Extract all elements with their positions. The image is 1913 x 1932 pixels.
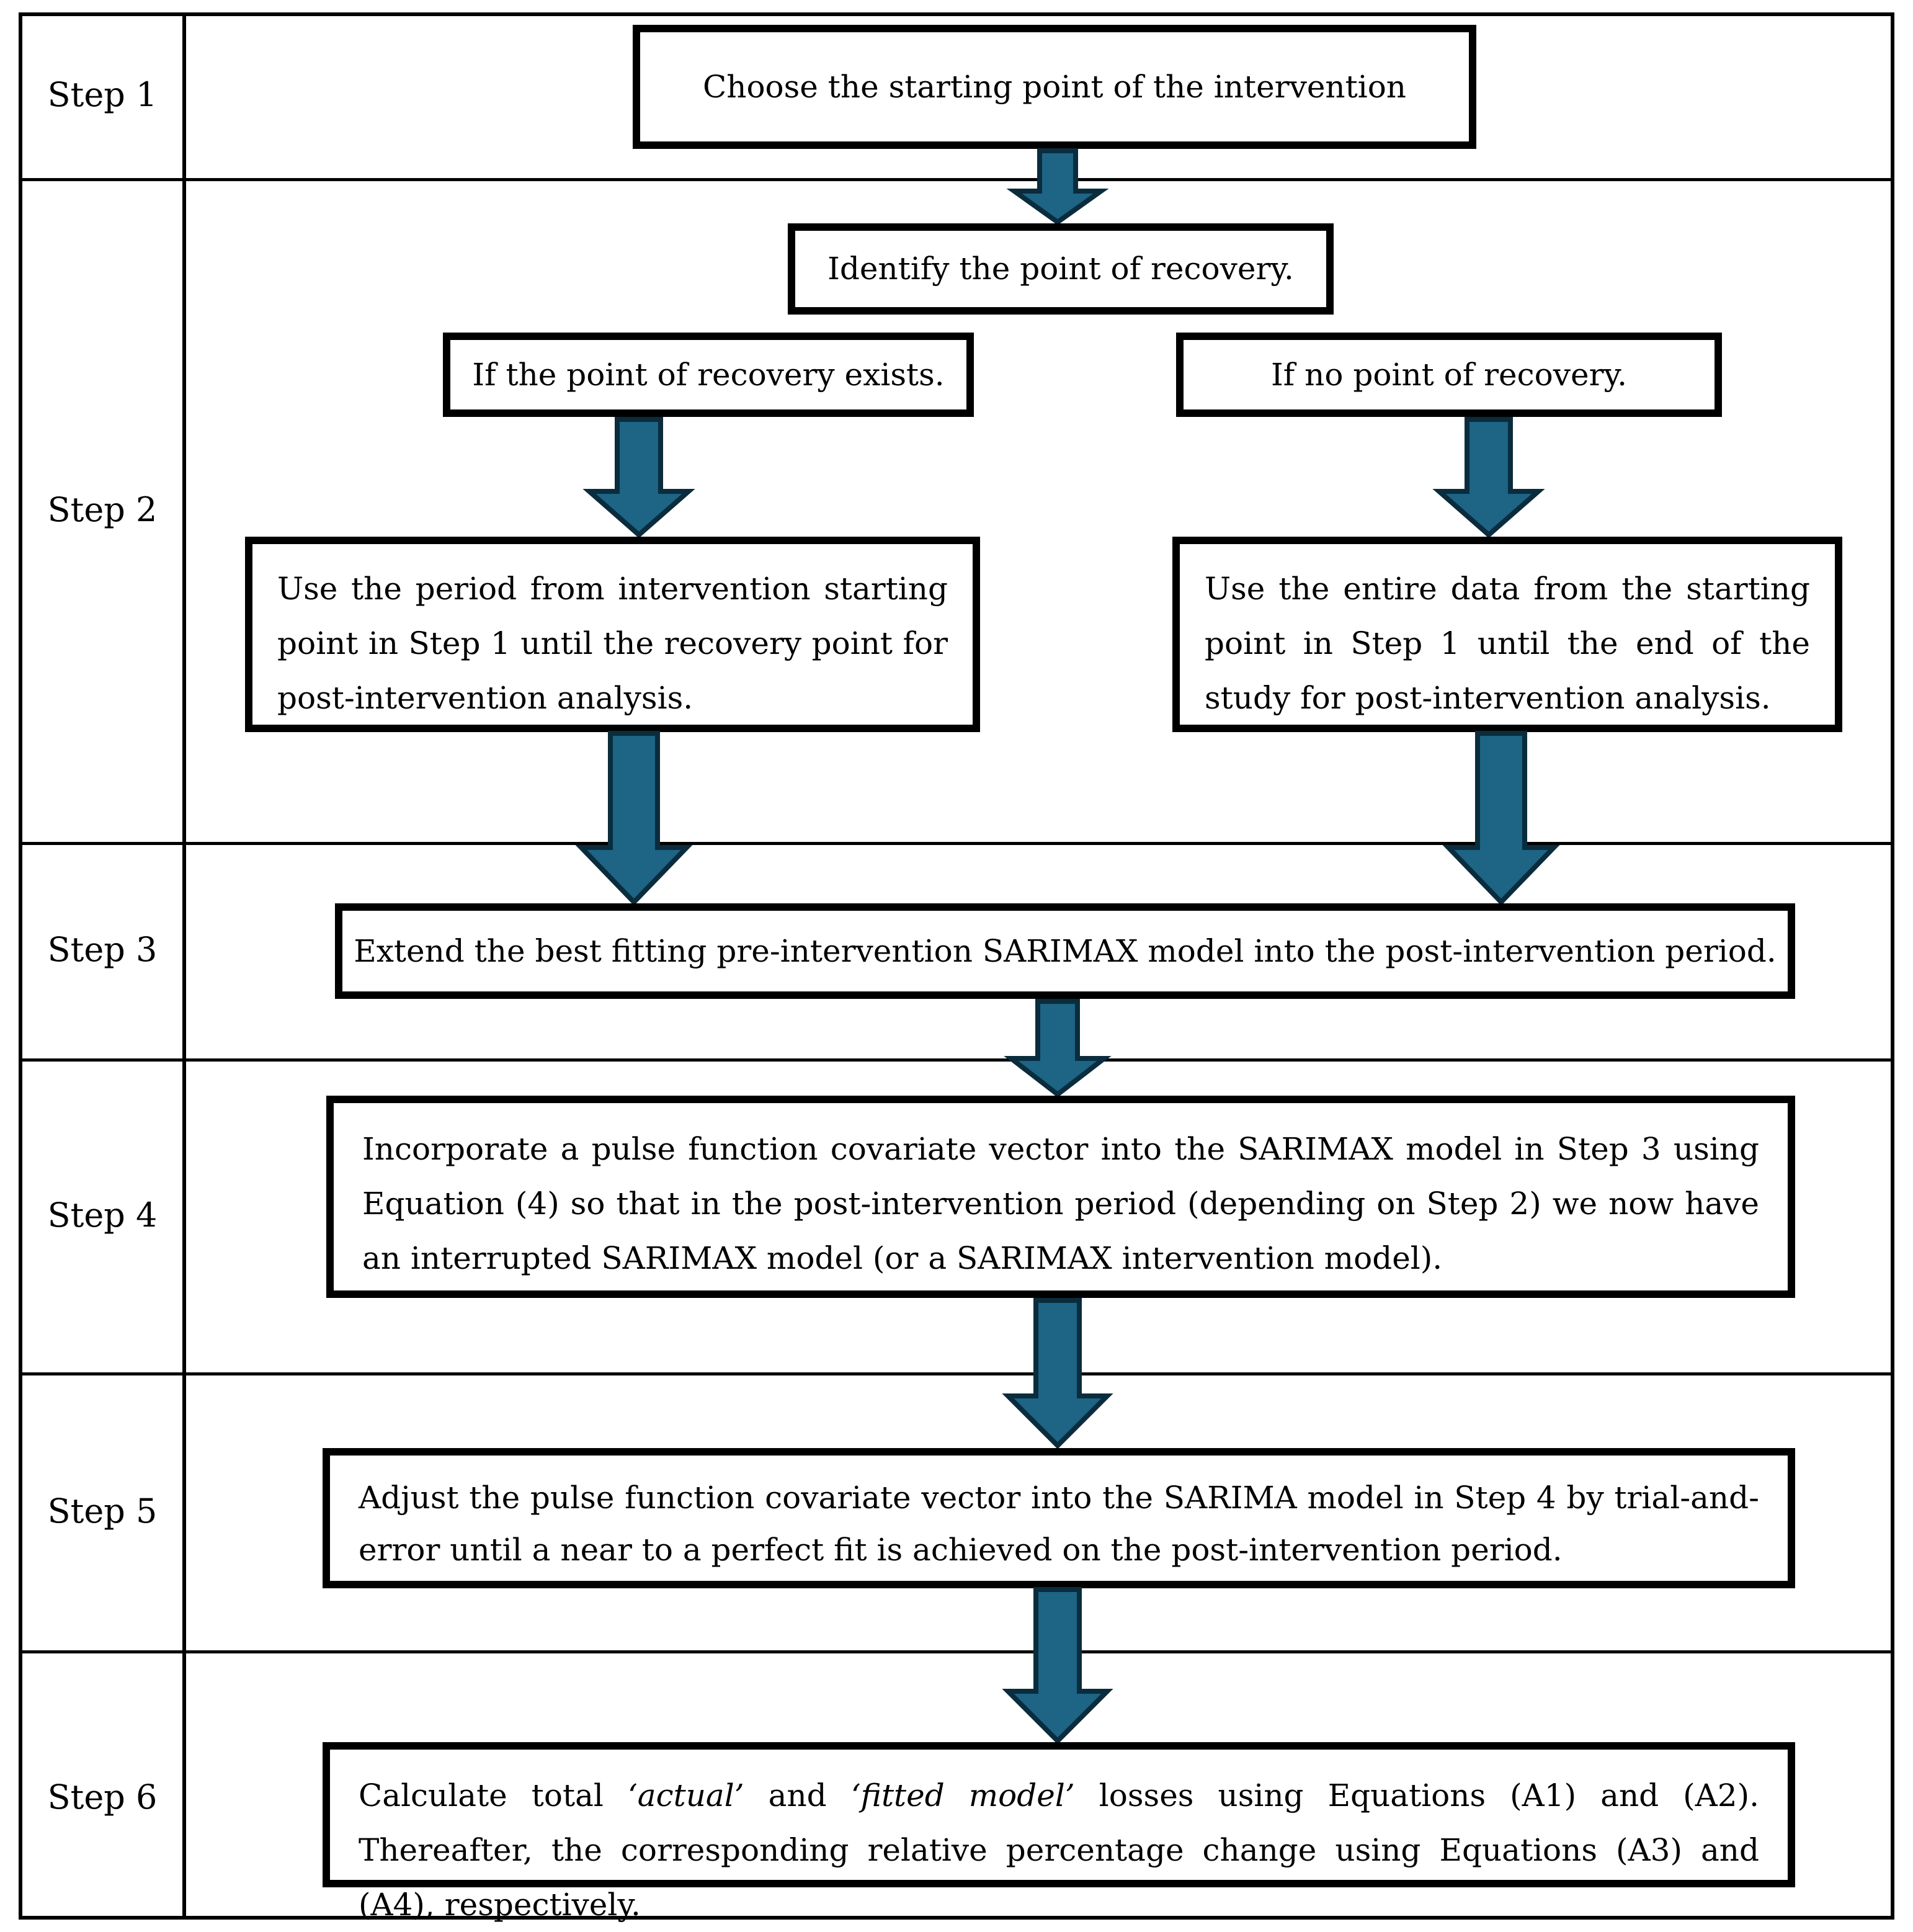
step-label-3: Step 3 <box>47 930 158 969</box>
down-arrow-icon <box>1004 999 1112 1098</box>
node-identify-recovery-text: Identify the point of recovery. <box>827 251 1294 287</box>
down-arrow-icon <box>1002 1298 1113 1449</box>
down-arrow-icon <box>582 417 695 539</box>
calculate-text-part: losses using Equations (A1) and (A2). Th… <box>359 1778 1760 1923</box>
node-incorporate-pulse: Incorporate a pulse function covariate v… <box>326 1096 1795 1298</box>
down-arrow-icon <box>1006 148 1109 225</box>
node-use-entire-data-text: Use the entire data from the starting po… <box>1205 571 1810 716</box>
node-branch-no-recovery-text: If no point of recovery. <box>1271 356 1627 393</box>
node-branch-no-recovery: If no point of recovery. <box>1176 333 1722 417</box>
node-use-period-text: Use the period from intervention startin… <box>277 571 948 716</box>
step-label-5: Step 5 <box>47 1491 158 1531</box>
node-incorporate-pulse-text: Incorporate a pulse function covariate v… <box>362 1131 1759 1276</box>
row-divider-4 <box>19 1372 1894 1375</box>
down-arrow-shape <box>582 417 695 539</box>
calculate-text-part: Calculate total <box>359 1778 628 1813</box>
calculate-italic-fitted-model: ‘fitted model’ <box>850 1778 1075 1813</box>
table-outer-border <box>19 12 1894 1920</box>
step-label-1: Step 1 <box>47 75 158 114</box>
node-use-entire-data: Use the entire data from the starting po… <box>1172 537 1842 732</box>
node-extend-model-text: Extend the best fitting pre-intervention… <box>354 932 1777 969</box>
node-branch-recovery-exists: If the point of recovery exists. <box>443 333 974 417</box>
node-choose-starting-point: Choose the starting point of the interve… <box>633 25 1476 149</box>
calculate-text-part: and <box>744 1778 851 1813</box>
node-extend-model: Extend the best fitting pre-intervention… <box>335 903 1795 999</box>
down-arrow-shape <box>1002 1587 1113 1745</box>
node-identify-recovery: Identify the point of recovery. <box>788 223 1334 315</box>
node-calculate-losses: Calculate total ‘actual’ and ‘fitted mod… <box>323 1742 1795 1923</box>
down-arrow-shape <box>1442 731 1560 906</box>
node-adjust-pulse-text: Adjust the pulse function covariate vect… <box>359 1480 1759 1568</box>
node-adjust-pulse: Adjust the pulse function covariate vect… <box>323 1448 1795 1588</box>
down-arrow-shape <box>1432 417 1545 539</box>
step-label-2: Step 2 <box>47 490 158 529</box>
node-calculate-losses-text: Calculate total ‘actual’ and ‘fitted mod… <box>330 1750 1788 1932</box>
row-divider-1 <box>19 178 1894 181</box>
row-divider-2 <box>19 842 1894 845</box>
down-arrow-icon <box>575 731 693 906</box>
node-branch-recovery-exists-text: If the point of recovery exists. <box>472 356 945 393</box>
node-choose-starting-point-text: Choose the starting point of the interve… <box>702 68 1406 105</box>
down-arrow-icon <box>1442 731 1560 906</box>
down-arrow-icon <box>1432 417 1545 539</box>
step-label-6: Step 6 <box>47 1778 158 1817</box>
step-column-divider <box>182 12 186 1920</box>
down-arrow-shape <box>1004 999 1112 1098</box>
node-use-period: Use the period from intervention startin… <box>245 537 980 732</box>
row-divider-5 <box>19 1650 1894 1653</box>
calculate-italic-actual: ‘actual’ <box>627 1778 744 1813</box>
down-arrow-shape <box>1006 148 1109 225</box>
down-arrow-shape <box>1002 1298 1113 1449</box>
down-arrow-shape <box>575 731 693 906</box>
step-label-4: Step 4 <box>47 1196 158 1235</box>
row-divider-3 <box>19 1058 1894 1062</box>
down-arrow-icon <box>1002 1587 1113 1745</box>
